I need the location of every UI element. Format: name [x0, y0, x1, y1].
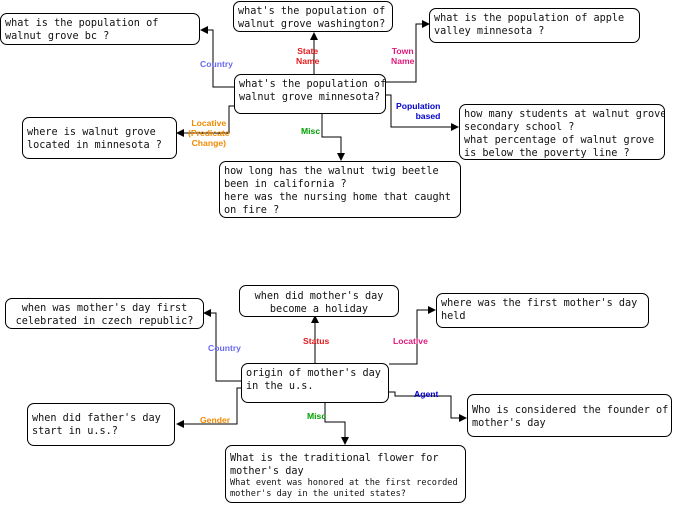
node-text: is below the poverty line ? [464, 148, 630, 159]
node-text: What is the traditional flower for [230, 453, 439, 464]
d2-country-node: when was mother's day first celebrated i… [5, 298, 204, 329]
node-text: located in minnesota ? [27, 140, 162, 151]
d1-label-country: Country [200, 59, 233, 69]
d2-label-status: Status [303, 336, 330, 346]
d1-country-node: what is the population of walnut grove b… [0, 13, 200, 45]
arrow-misc-1 [321, 114, 345, 161]
node-text: Who is considered the founder of [472, 405, 669, 416]
label-text: Change) [191, 138, 226, 148]
node-text: in the u.s. [246, 381, 314, 392]
node-text-small: What event was honored at the first reco… [230, 478, 458, 488]
d1-misc-node: how long has the walnut twig beetle been… [219, 161, 461, 218]
d1-label-locative: Locative (Predicate Change) [188, 118, 230, 148]
node-text: what percentage of walnut grove [464, 135, 655, 146]
node-text: what is the population of [5, 18, 159, 29]
node-text: what's the population of [239, 79, 386, 90]
d1-label-town: Town Name [391, 46, 414, 66]
d1-label-state: State Name [296, 46, 319, 66]
node-text: been in california ? [224, 179, 347, 190]
label-text: Name [391, 56, 415, 66]
node-text: walnut grove minnesota? [239, 92, 381, 103]
d1-town-node: what is the population of apple valley m… [429, 8, 640, 43]
node-text: how many students at walnut grove [464, 109, 665, 120]
node-text: walnut grove washington? [238, 19, 386, 30]
node-text: here was the nursing home that caught [224, 192, 451, 203]
node-text: when did father's day [32, 413, 161, 424]
arrow-agent-2 [389, 391, 467, 422]
d2-misc-node: What is the traditional flower for mothe… [225, 445, 466, 503]
arrow-country-2 [203, 309, 241, 382]
d1-locative-node: where is walnut grove located in minneso… [22, 117, 177, 159]
d2-label-locative: Locative [393, 336, 428, 346]
label-text: based [415, 111, 441, 121]
node-text: secondary school ? [464, 122, 575, 133]
arrow-gender-2 [176, 387, 241, 428]
d2-status-node: when did mother's day become a holiday [239, 285, 399, 317]
label-text: Town [391, 46, 414, 56]
d1-population-node: how many students at walnut grove second… [459, 104, 665, 160]
arrow-town-1 [386, 20, 430, 83]
arrow-locative-1 [176, 105, 234, 137]
label-text: Name [296, 56, 320, 66]
label-text: (Predicate [188, 128, 230, 138]
node-text: start in u.s.? [32, 426, 118, 437]
node-text: what's the population of [238, 6, 386, 17]
node-text: walnut grove bc ? [5, 31, 110, 42]
node-text: celebrated in czech republic? [15, 316, 194, 327]
node-text: held [441, 311, 466, 322]
d2-center-node: origin of mother's day in the u.s. [241, 363, 389, 403]
label-text: Locative [191, 118, 227, 128]
arrow-population-1 [386, 94, 459, 131]
d1-label-misc: Misc [301, 126, 321, 136]
d1-center-node: what's the population of walnut grove mi… [234, 74, 386, 114]
node-text: origin of mother's day [246, 368, 381, 379]
node-text: how long has the walnut twig beetle [224, 166, 439, 177]
d1-state-node: what's the population of walnut grove wa… [233, 1, 393, 32]
d2-label-gender: Gender [200, 415, 231, 425]
node-text: when was mother's day first [21, 303, 188, 314]
d1-label-population: Population based [396, 101, 440, 121]
label-text: State [297, 46, 319, 56]
node-text: when did mother's day [254, 291, 384, 302]
node-text: valley minnesota ? [434, 26, 545, 37]
d2-label-misc: Misc [307, 411, 327, 421]
node-text: what is the population of apple [434, 13, 625, 24]
arrow-locative-2 [389, 306, 436, 365]
node-text: mother's day [472, 418, 546, 429]
node-text: on fire ? [224, 205, 280, 216]
node-text-small: mother's day in the united states? [230, 489, 406, 499]
d2-locative-node: where was the first mother's day held [436, 293, 649, 328]
d2-label-country: Country [208, 343, 241, 353]
d2-label-agent: Agent [414, 389, 439, 399]
node-text: where was the first mother's day [441, 298, 638, 309]
d2-agent-node: Who is considered the founder of mother'… [467, 394, 672, 437]
arrow-country-1 [200, 26, 234, 88]
node-text: become a holiday [269, 304, 369, 315]
label-text: Population [396, 101, 441, 111]
node-text: mother's day [230, 466, 304, 477]
arrow-misc-2 [324, 403, 349, 445]
node-text: where is walnut grove [27, 127, 156, 138]
d2-gender-node: when did father's day start in u.s.? [27, 403, 175, 446]
